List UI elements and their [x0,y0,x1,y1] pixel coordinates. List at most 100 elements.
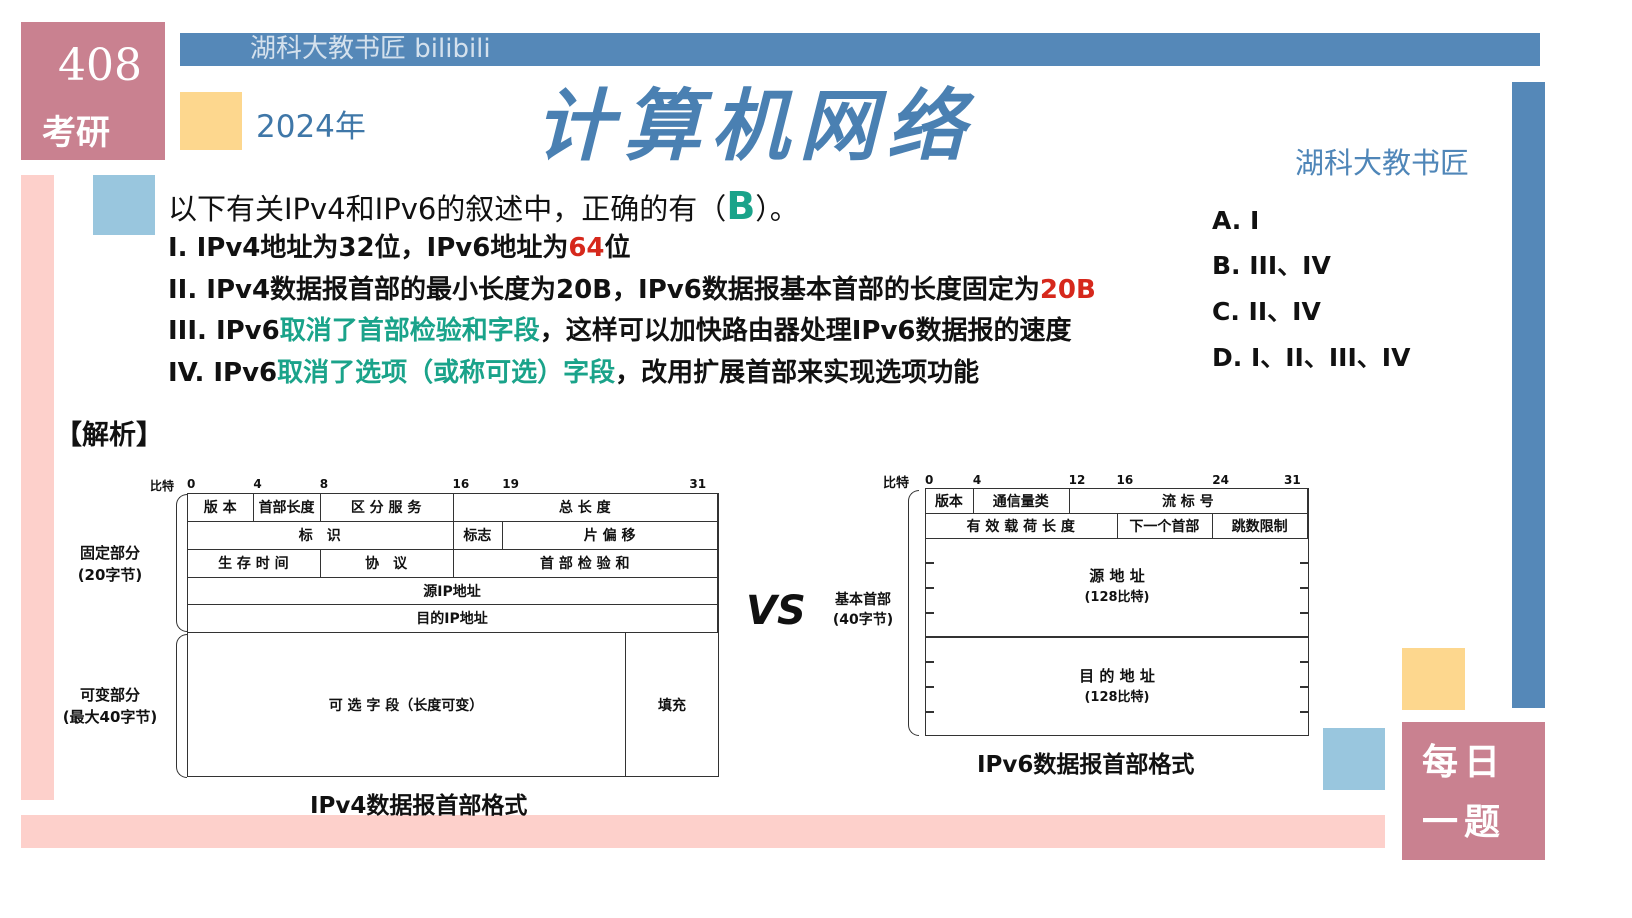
right-blue-bar [1512,82,1545,708]
ipv4-field: 首部长度 [253,493,321,522]
statement-segment: 位 [604,233,631,263]
ipv4-field: 片 偏 移 [502,521,718,550]
ipv4-caption: IPv4数据报首部格式 [310,793,528,819]
bit-tick-label: 24 [1212,473,1229,487]
bit-tick-label: 31 [689,477,707,491]
statement-segment: 64 [568,233,605,263]
question-stem: 以下有关IPv4和IPv6的叙述中，正确的有（B）。 [168,186,799,226]
ipv4-field: 生 存 时 间 [187,549,321,578]
row-tick [926,686,934,688]
row-tick [1300,661,1308,663]
statement-segment: II. IPv4数据报首部的最小长度为20B，IPv6数据报基本首部的长度固定为 [168,275,1040,305]
option-B: B. III、IV [1212,251,1331,280]
dst-address-size: (128比特) [1084,690,1150,705]
ipv6-field: 下一个首部 [1116,513,1214,539]
dst-address-label: 目 的 地 址 [1079,667,1155,685]
analysis-label: 【解析】 [55,420,163,451]
stem-text: 以下有关IPv4和IPv6的叙述中，正确的有（ [168,192,727,226]
statement-segment: 取消了首部检验和字段 [279,316,540,346]
bit-tick-label: 0 [925,473,934,487]
ipv6-caption: IPv6数据报首部格式 [977,752,1195,778]
daily-label-top: 每日 [1422,742,1507,783]
ipv4-field: 目的IP地址 [187,604,718,633]
row-tick [1300,686,1308,688]
fixed-brace [176,494,187,632]
daily-question-badge [1402,722,1545,860]
daily-label-bottom: 一题 [1422,802,1507,843]
row-tick [926,587,934,589]
statement-segment: III. IPv6 [168,316,280,346]
row-tick [926,711,934,713]
row-tick [1300,612,1308,614]
fixed-part-size: (20字节) [77,566,143,584]
ipv4-options-field: 可 选 字 段（长度可变） [187,632,626,777]
bit-tick-label: 12 [1068,473,1086,487]
page-title: 计算机网络 [535,81,976,172]
src-address-label: 源 地 址 [1089,567,1145,585]
author-label: 湖科大教书匠 [1295,146,1470,180]
bit-tick-label: 16 [452,477,470,491]
year-label: 2024年 [256,109,366,145]
row-tick [926,562,934,564]
ipv6-field: 有 效 载 荷 长 度 [925,513,1118,539]
row-tick [1300,587,1308,589]
address-divider [925,636,1309,638]
bottom-pink-bar [21,815,1385,848]
base-header-size: (40字节) [832,612,894,628]
ipv4-padding-field: 填充 [658,697,686,714]
bit-tick-label: 4 [253,477,262,491]
bits-label: 比特 [150,479,175,493]
statement-2: II. IPv4数据报首部的最小长度为20B，IPv6数据报基本首部的长度固定为… [168,274,1096,306]
ipv4-field: 源IP地址 [187,577,718,605]
base-header-label: 基本首部 [835,592,891,608]
ipv6-field: 通信量类 [972,488,1070,514]
ipv6-field: 版本 [925,488,974,514]
statement-3: III. IPv6取消了首部检验和字段，这样可以加快路由器处理IPv6数据报的速… [168,315,1072,347]
bit-tick-label: 19 [502,477,519,491]
row-tick [926,661,934,663]
variable-brace [176,634,187,778]
option-A: A. I [1212,206,1260,235]
badge-408-number: 408 [58,40,142,91]
ipv4-field: 协 议 [319,549,454,578]
row-tick [926,612,934,614]
statement-segment: 取消了选项（或称可选）字段 [277,358,616,388]
statement-1: I. IPv4地址为32位，IPv6地址为64位 [168,232,631,264]
row-tick [1300,562,1308,564]
bit-tick-label: 31 [1284,473,1301,487]
ipv4-field: 首 部 检 验 和 [452,549,718,578]
badge-408-label: 考研 [42,113,110,153]
bit-tick-label: 16 [1116,473,1134,487]
ipv4-field: 总 长 度 [452,493,718,522]
bit-tick-label: 8 [319,477,329,491]
bit-tick-label: 4 [972,473,982,487]
left-pink-bar [21,175,54,800]
watermark: 湖科大教书匠 bilibili [250,34,491,64]
option-C: C. II、IV [1212,297,1321,326]
vs-label: VS [746,588,806,634]
statement-segment: I. IPv4地址为32位，IPv6地址为 [168,233,569,263]
ipv4-field: 版 本 [187,493,255,522]
badge-408 [21,22,165,160]
fixed-part-label: 固定部分 [79,544,140,562]
bit-tick-label: 0 [187,477,196,491]
src-address-size: (128比特) [1084,590,1150,605]
yellow-square-2 [1402,648,1465,710]
bits-label: 比特 [883,476,910,491]
ipv4-field: 区 分 服 务 [319,493,454,522]
lightblue-square [93,175,155,235]
statement-segment: ，这样可以加快路由器处理IPv6数据报的速度 [539,316,1072,346]
answer: B [726,184,756,228]
base-brace [908,490,919,736]
variable-part-label: 可变部分 [79,686,140,704]
statement-segment: 20B [1039,275,1096,305]
ipv6-field: 流 标 号 [1068,488,1308,514]
row-tick [1300,711,1308,713]
ipv6-field: 跳数限制 [1212,513,1308,539]
lightblue-square-2 [1323,728,1385,790]
statement-segment: ，改用扩展首部来实现选项功能 [615,358,980,388]
option-D: D. I、II、III、IV [1212,343,1411,372]
yellow-square [180,92,242,150]
stem-end: ）。 [755,192,799,226]
statement-4: IV. IPv6取消了选项（或称可选）字段，改用扩展首部来实现选项功能 [168,357,979,389]
